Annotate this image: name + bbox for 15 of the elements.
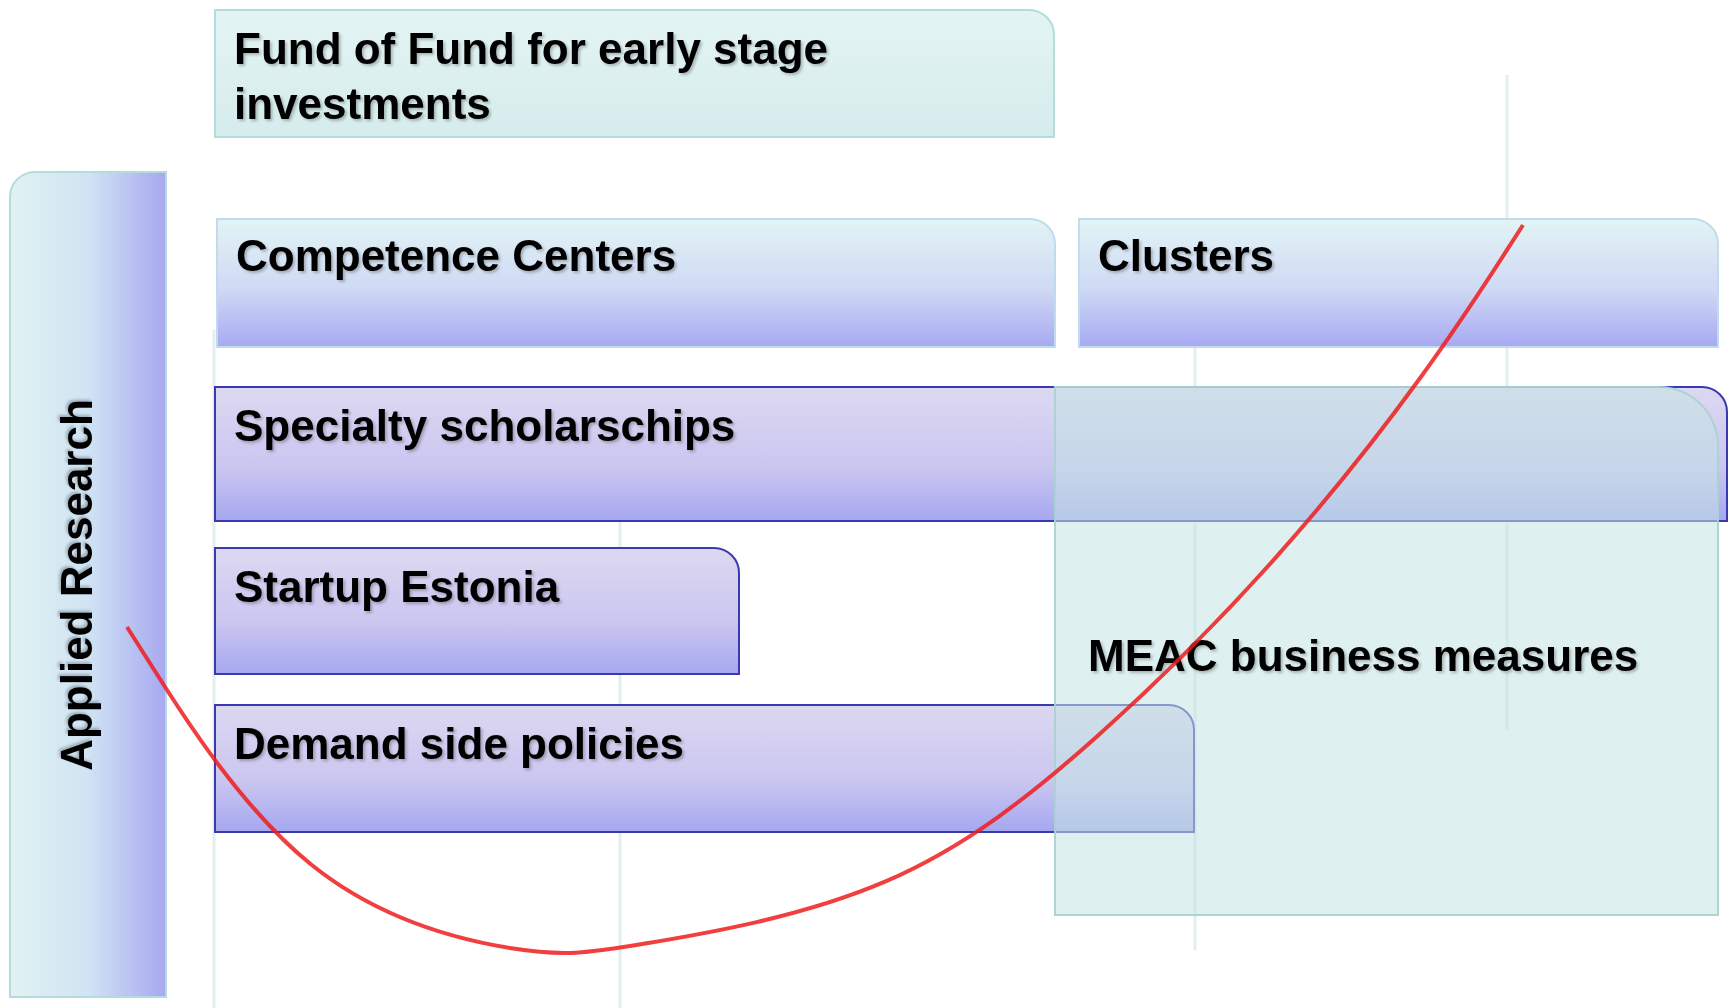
box-label: Competence Centers <box>236 230 677 282</box>
program-box <box>214 704 1195 833</box>
box-label: Specialty scholarschips <box>234 400 736 452</box>
side-band <box>9 171 167 998</box>
box-label: Startup Estonia <box>234 561 560 613</box>
box-label: Fund of Fund for early stage investments <box>234 23 830 130</box>
program-box <box>214 547 740 675</box>
vertical-label: Applied Research <box>50 398 102 771</box>
box-label: Demand side policies <box>234 718 684 770</box>
box-label: Clusters <box>1098 230 1275 282</box>
program-box <box>216 218 1056 348</box>
program-box <box>1078 218 1719 348</box>
overlay-panel <box>1054 386 1719 916</box>
fund-box <box>214 9 1055 138</box>
program-box <box>214 386 1728 522</box>
